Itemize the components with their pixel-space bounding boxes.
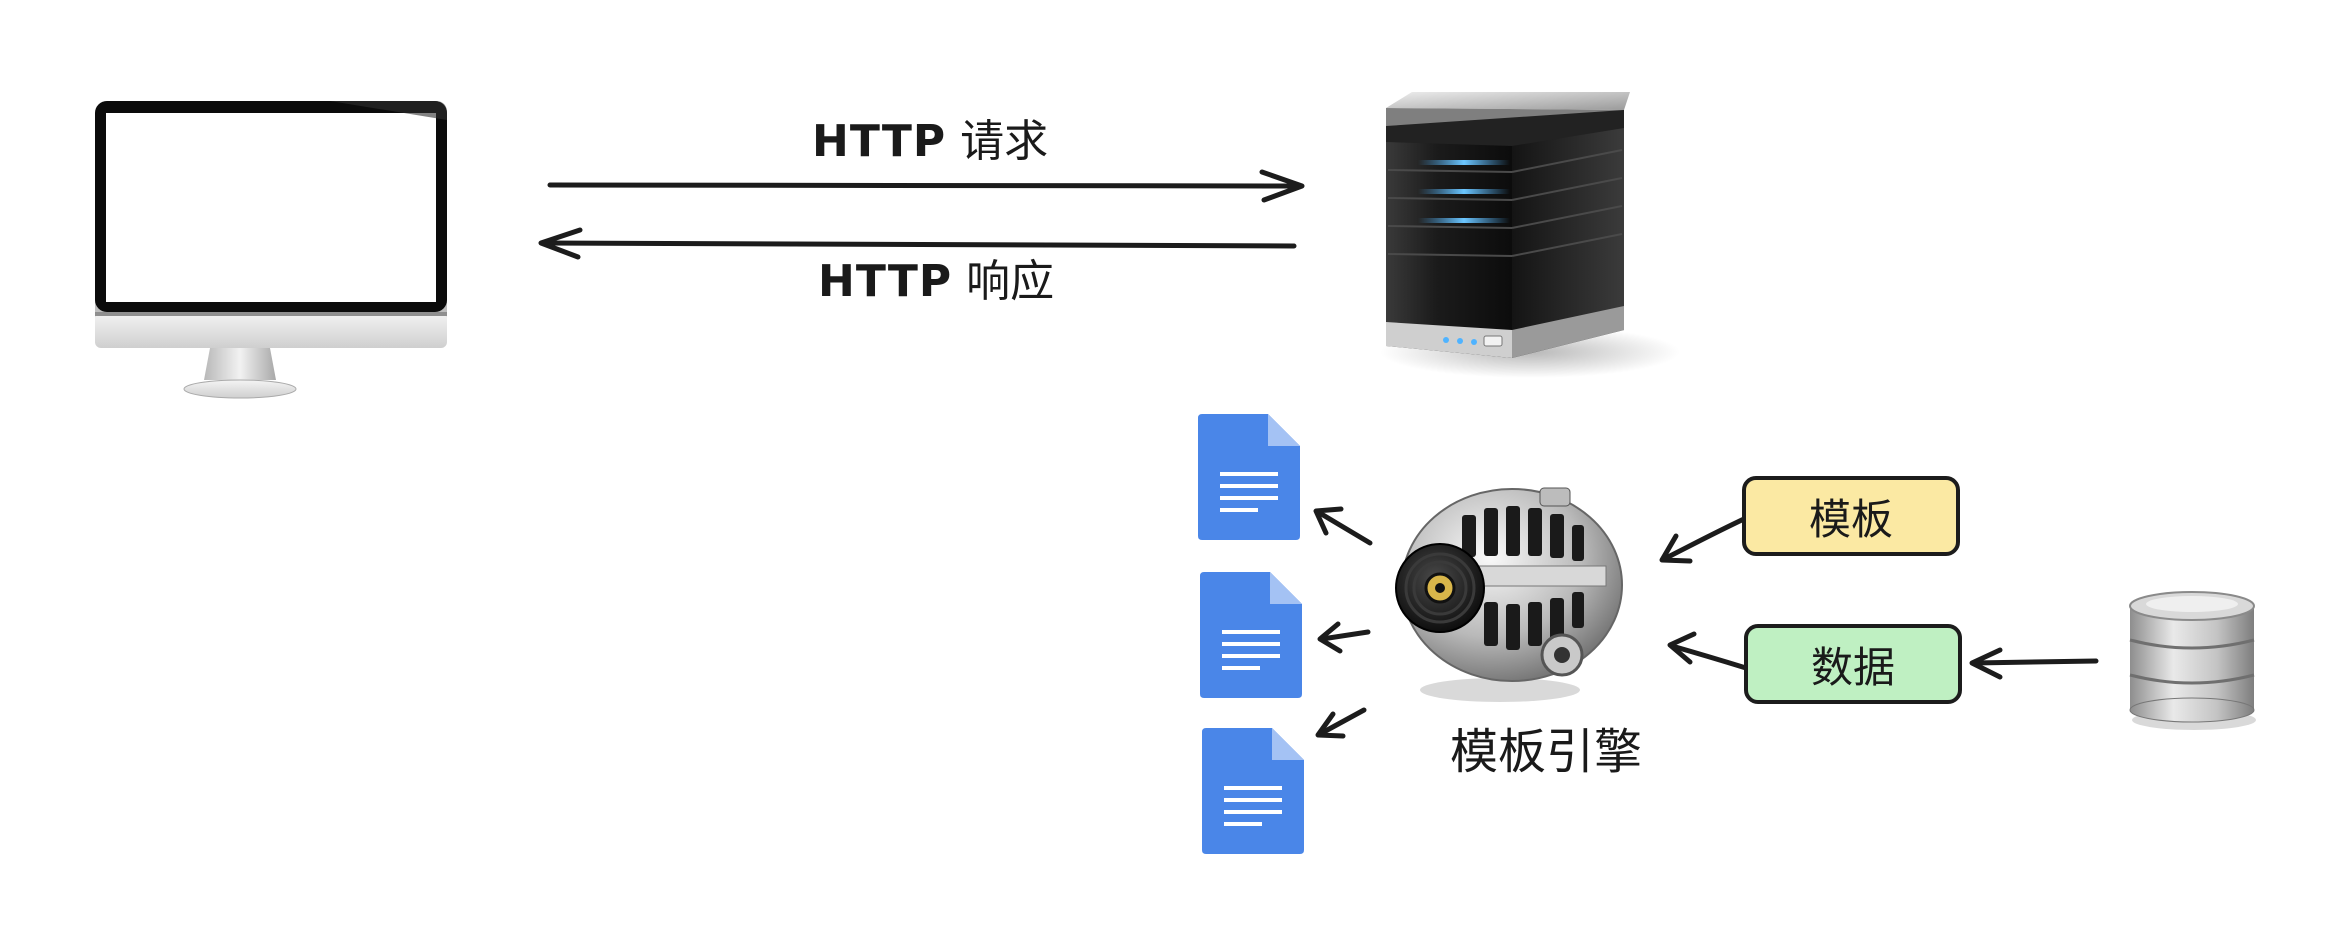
data-box: 数据 [1744, 624, 1962, 704]
document-icon [1202, 728, 1304, 854]
document-icon [1200, 572, 1302, 698]
engine-output-arrow [1315, 707, 1367, 739]
request-protocol: HTTP [812, 116, 947, 167]
data-input-arrow [1667, 631, 1749, 671]
http-request-label: HTTP 请求 [812, 120, 1048, 164]
http-response-label: HTTP 响应 [818, 260, 1054, 304]
monitor-icon [95, 101, 447, 399]
engine-output-arrow [1317, 621, 1371, 654]
template-box: 模板 [1742, 476, 1960, 556]
response-text: 响应 [966, 256, 1055, 307]
engine-output-arrow [1313, 506, 1373, 546]
request-text: 请求 [960, 116, 1049, 167]
template-label: 模板 [1808, 494, 1893, 544]
data-label: 数据 [1810, 642, 1895, 692]
alternator-engine-icon [1395, 487, 1623, 702]
database-output-arrow [1969, 647, 2099, 680]
template-engine-label: 模板引擎 [1450, 724, 1643, 780]
server-icon [1380, 92, 1680, 378]
response-protocol: HTTP [818, 256, 953, 307]
http-request-arrow [547, 169, 1305, 203]
http-response-arrow [538, 227, 1297, 260]
document-icon [1198, 414, 1300, 540]
database-icon [2129, 591, 2256, 730]
template-input-arrow [1659, 515, 1749, 564]
